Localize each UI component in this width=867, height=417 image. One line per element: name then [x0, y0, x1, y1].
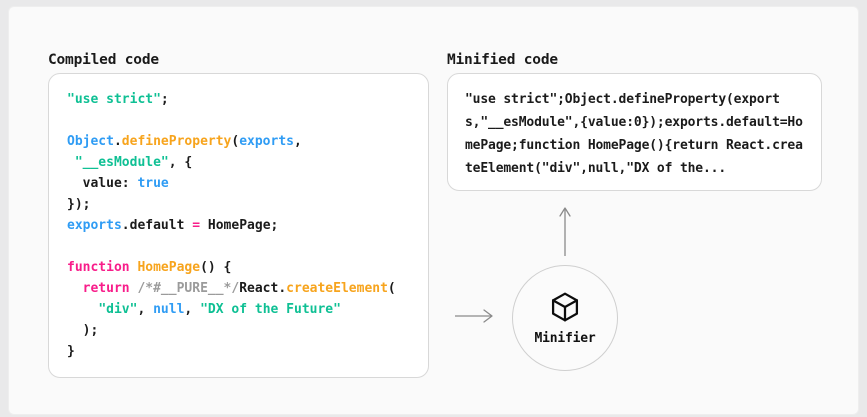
compiled-code-panel: "use strict"; Object.defineProperty(expo… [48, 73, 429, 378]
code-token: , [137, 302, 154, 317]
code-token [67, 302, 98, 317]
code-token: ); [67, 323, 99, 338]
code-token [67, 155, 75, 170]
code-token: . [113, 134, 122, 149]
code-token: .default [121, 218, 193, 233]
code-token: }); [67, 197, 91, 212]
code-token: React [239, 281, 279, 296]
code-token: HomePage [137, 260, 201, 275]
code-token: ( [231, 134, 240, 149]
code-token: , [184, 302, 201, 317]
compiled-code-text: "use strict"; Object.defineProperty(expo… [67, 89, 416, 362]
code-token: /*#__PURE__*/ [137, 281, 240, 296]
code-token: } [67, 344, 75, 359]
code-token: "__esModule" [74, 155, 169, 170]
minified-code-text: "use strict";Object.defineProperty(expor… [465, 92, 803, 176]
code-token: return [82, 281, 130, 296]
code-token: exports [239, 134, 294, 149]
minified-code-heading: Minified code [447, 52, 558, 68]
output-arrow-icon [559, 207, 571, 256]
code-token: defineProperty [121, 134, 232, 149]
code-token: exports [67, 218, 122, 233]
code-token: , [294, 134, 302, 149]
code-token: Object [67, 134, 114, 149]
minifier-label: Minifier [534, 331, 596, 346]
code-token: ; [160, 92, 169, 107]
code-token: () { [200, 260, 232, 275]
code-token: "div" [98, 302, 138, 317]
compiled-code-heading: Compiled code [48, 52, 159, 68]
code-token: "DX of the Future" [200, 302, 341, 317]
code-token: , { [168, 155, 193, 170]
diagram-canvas: Compiled code "use strict"; Object.defin… [8, 6, 859, 415]
code-token: ( [387, 281, 396, 296]
code-token: value: [67, 176, 138, 191]
code-token: true [137, 176, 169, 191]
code-token: createElement [286, 281, 388, 296]
code-token: function [67, 260, 130, 275]
code-token: = [192, 218, 201, 233]
code-token: null [153, 302, 185, 317]
minified-code-panel: "use strict";Object.defineProperty(expor… [447, 73, 822, 191]
cube-icon [551, 292, 579, 322]
code-token [67, 281, 83, 296]
code-token: . [278, 281, 287, 296]
code-token: "use strict" [67, 92, 161, 107]
minifier-node[interactable]: Minifier [512, 265, 618, 371]
code-token: HomePage; [200, 218, 279, 233]
input-arrow-icon [455, 309, 493, 323]
